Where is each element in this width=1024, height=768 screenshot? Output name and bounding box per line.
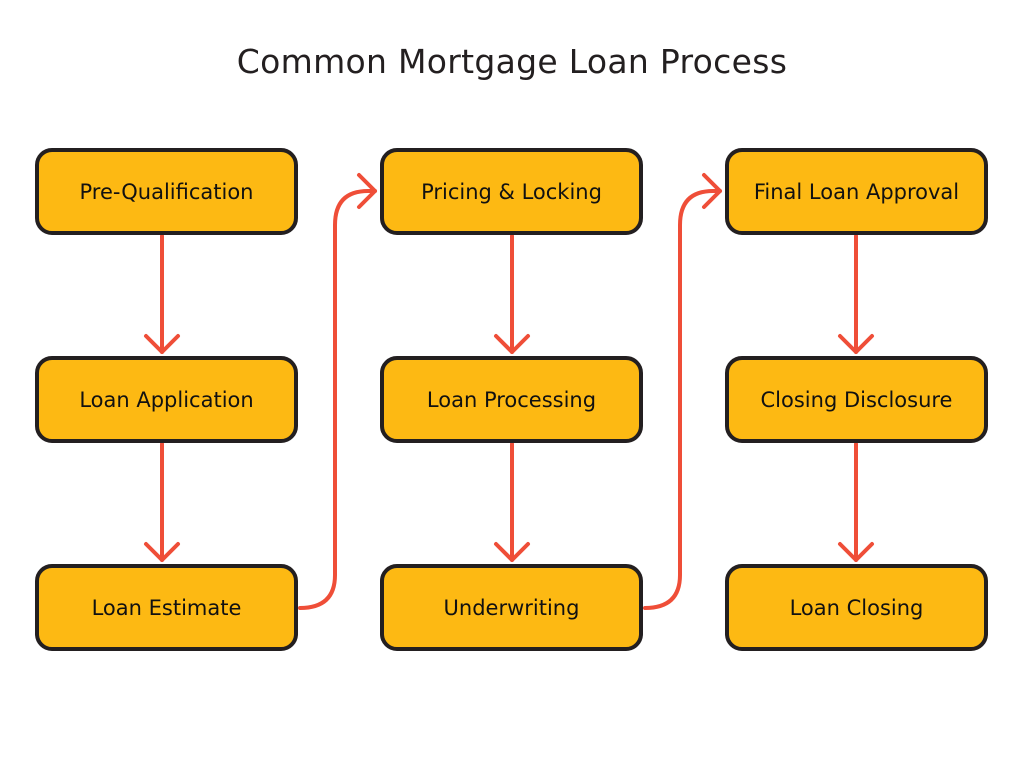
- step-loan-estimate: Loan Estimate: [35, 564, 298, 651]
- step-final-loan-approval: Final Loan Approval: [725, 148, 988, 235]
- arrow-6-7: [643, 173, 722, 610]
- arrow-3-4: [298, 173, 377, 610]
- step-pricing-locking: Pricing & Locking: [380, 148, 643, 235]
- arrow-2-3: [144, 442, 180, 562]
- step-loan-application: Loan Application: [35, 356, 298, 443]
- arrow-5-6: [494, 442, 530, 562]
- arrow-1-2: [144, 234, 180, 354]
- step-pre-qualification: Pre-Qualification: [35, 148, 298, 235]
- step-underwriting: Underwriting: [380, 564, 643, 651]
- step-loan-closing: Loan Closing: [725, 564, 988, 651]
- diagram-title: Common Mortgage Loan Process: [236, 42, 788, 81]
- arrow-7-8: [838, 234, 874, 354]
- step-closing-disclosure: Closing Disclosure: [725, 356, 988, 443]
- arrow-4-5: [494, 234, 530, 354]
- arrow-8-9: [838, 442, 874, 562]
- step-loan-processing: Loan Processing: [380, 356, 643, 443]
